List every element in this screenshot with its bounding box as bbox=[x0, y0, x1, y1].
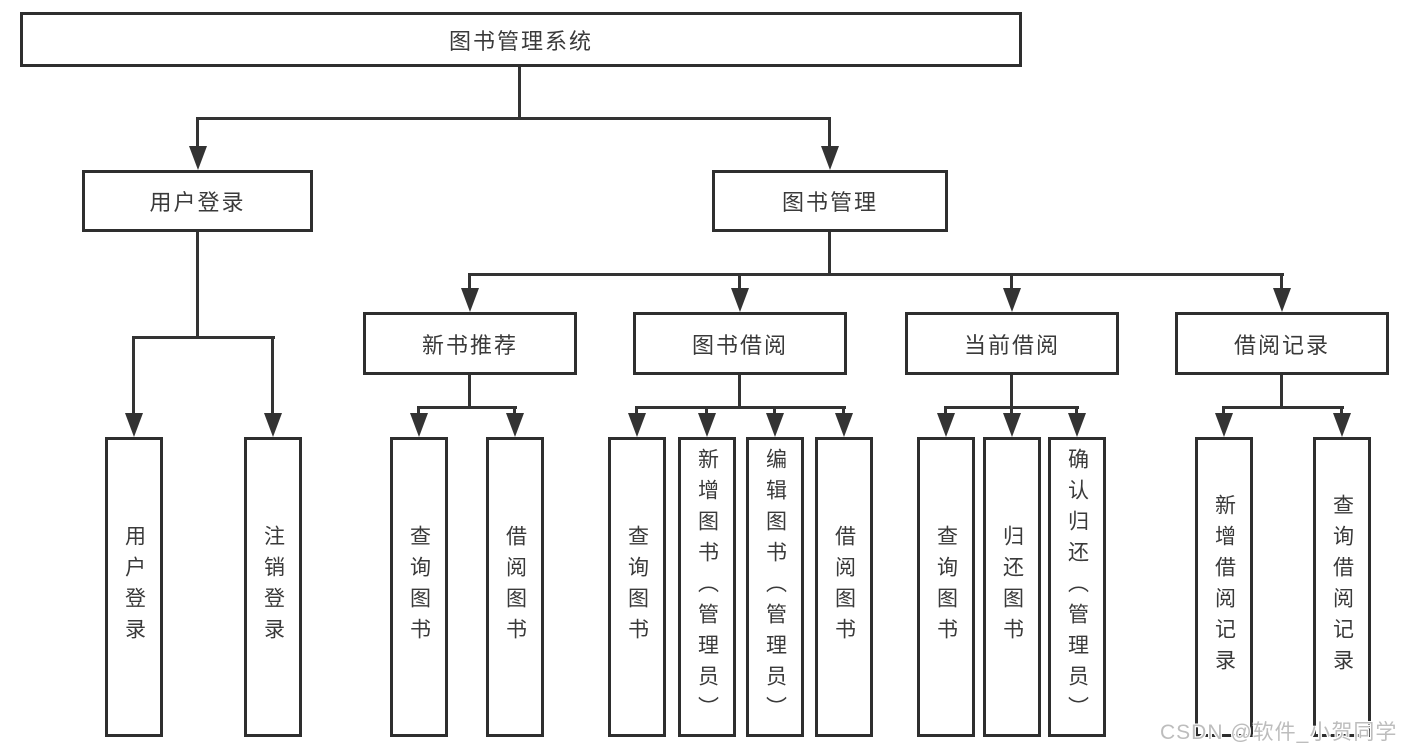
connector-user-login-rail bbox=[132, 336, 275, 339]
node-book-borrow-label: 图书借阅 bbox=[691, 332, 788, 358]
leaf-nb-query-books: 查询图书 bbox=[390, 437, 448, 737]
arrow-to-book-borrow bbox=[738, 273, 741, 290]
node-user-login: 用户登录 bbox=[82, 170, 313, 232]
arrow-to-br-query-record bbox=[1340, 406, 1343, 415]
node-borrow-records-label: 借阅记录 bbox=[1233, 332, 1330, 358]
connector-root-rail bbox=[197, 117, 831, 120]
leaf-br-query-record: 查询借阅记录 bbox=[1313, 437, 1371, 737]
arrow-to-nb-borrow-books bbox=[513, 406, 516, 415]
leaf-logout: 注销登录 bbox=[244, 437, 302, 737]
connector-new-book-recommend-stem bbox=[468, 375, 471, 409]
connector-book-management-stem bbox=[828, 232, 831, 276]
connector-borrow-records-rail bbox=[1222, 406, 1344, 409]
connector-book-management-rail bbox=[468, 273, 1284, 276]
arrow-to-leaf-user-login bbox=[132, 336, 135, 415]
connector-book-borrow-rail bbox=[635, 406, 846, 409]
node-library-management-system-label: 图书管理系统 bbox=[448, 28, 593, 54]
leaf-bb-edit-books-label: 编辑图书（管理员） bbox=[763, 447, 787, 727]
arrow-to-new-book-recommend bbox=[468, 273, 471, 290]
node-new-book-recommend: 新书推荐 bbox=[363, 312, 577, 375]
node-new-book-recommend-label: 新书推荐 bbox=[421, 332, 518, 358]
connector-book-borrow-stem bbox=[738, 375, 741, 409]
arrow-to-cb-return-books bbox=[1010, 406, 1013, 415]
node-current-borrow: 当前借阅 bbox=[905, 312, 1119, 375]
watermark: CSDN @软件_小贺同学 bbox=[1160, 721, 1398, 744]
node-book-management: 图书管理 bbox=[712, 170, 948, 232]
leaf-nb-borrow-books: 借阅图书 bbox=[486, 437, 544, 737]
leaf-nb-query-books-label: 查询图书 bbox=[407, 525, 431, 649]
leaf-nb-borrow-books-label: 借阅图书 bbox=[503, 525, 527, 649]
leaf-user-login-label: 用户登录 bbox=[122, 525, 146, 649]
arrow-to-leaf-logout bbox=[271, 336, 274, 415]
node-user-login-label: 用户登录 bbox=[149, 190, 246, 215]
leaf-br-add-record-label: 新增借阅记录 bbox=[1212, 494, 1236, 680]
connector-user-login-stem bbox=[196, 232, 199, 339]
arrow-to-borrow-records bbox=[1280, 273, 1283, 290]
node-current-borrow-label: 当前借阅 bbox=[963, 332, 1060, 358]
leaf-bb-borrow-books: 借阅图书 bbox=[815, 437, 873, 737]
arrow-to-br-add-record bbox=[1222, 406, 1225, 415]
leaf-cb-return-books-label: 归还图书 bbox=[1000, 525, 1024, 649]
leaf-bb-borrow-books-label: 借阅图书 bbox=[832, 525, 856, 649]
leaf-bb-query-books-label: 查询图书 bbox=[625, 525, 649, 649]
connector-borrow-records-stem bbox=[1280, 375, 1283, 409]
connector-root-stem bbox=[518, 67, 521, 120]
arrow-to-cb-query-books bbox=[944, 406, 947, 415]
leaf-bb-query-books: 查询图书 bbox=[608, 437, 666, 737]
arrow-to-cb-confirm-return bbox=[1075, 406, 1078, 415]
leaf-cb-query-books-label: 查询图书 bbox=[934, 525, 958, 649]
node-book-borrow: 图书借阅 bbox=[633, 312, 847, 375]
node-book-management-label: 图书管理 bbox=[781, 190, 878, 215]
leaf-cb-return-books: 归还图书 bbox=[983, 437, 1041, 737]
leaf-bb-edit-books: 编辑图书（管理员） bbox=[746, 437, 804, 737]
connector-new-book-recommend-rail bbox=[417, 406, 517, 409]
leaf-cb-confirm-return-label: 确认归还（管理员） bbox=[1065, 447, 1089, 727]
arrow-to-nb-query-books bbox=[417, 406, 420, 415]
leaf-cb-confirm-return: 确认归还（管理员） bbox=[1048, 437, 1106, 737]
arrow-to-current-borrow bbox=[1010, 273, 1013, 290]
leaf-bb-add-books-label: 新增图书（管理员） bbox=[695, 447, 719, 727]
arrow-to-bb-edit-books bbox=[773, 406, 776, 415]
arrow-to-bb-query-books bbox=[635, 406, 638, 415]
connector-current-borrow-stem bbox=[1010, 375, 1013, 409]
leaf-bb-add-books: 新增图书（管理员） bbox=[678, 437, 736, 737]
leaf-br-add-record: 新增借阅记录 bbox=[1195, 437, 1253, 737]
arrow-to-user-login bbox=[196, 117, 199, 148]
arrow-to-book-management bbox=[828, 117, 831, 148]
leaf-user-login: 用户登录 bbox=[105, 437, 163, 737]
node-library-management-system: 图书管理系统 bbox=[20, 12, 1022, 67]
arrow-to-bb-add-books bbox=[705, 406, 708, 415]
arrow-to-bb-borrow-books bbox=[842, 406, 845, 415]
leaf-br-query-record-label: 查询借阅记录 bbox=[1330, 494, 1354, 680]
leaf-cb-query-books: 查询图书 bbox=[917, 437, 975, 737]
node-borrow-records: 借阅记录 bbox=[1175, 312, 1389, 375]
leaf-logout-label: 注销登录 bbox=[261, 525, 285, 649]
